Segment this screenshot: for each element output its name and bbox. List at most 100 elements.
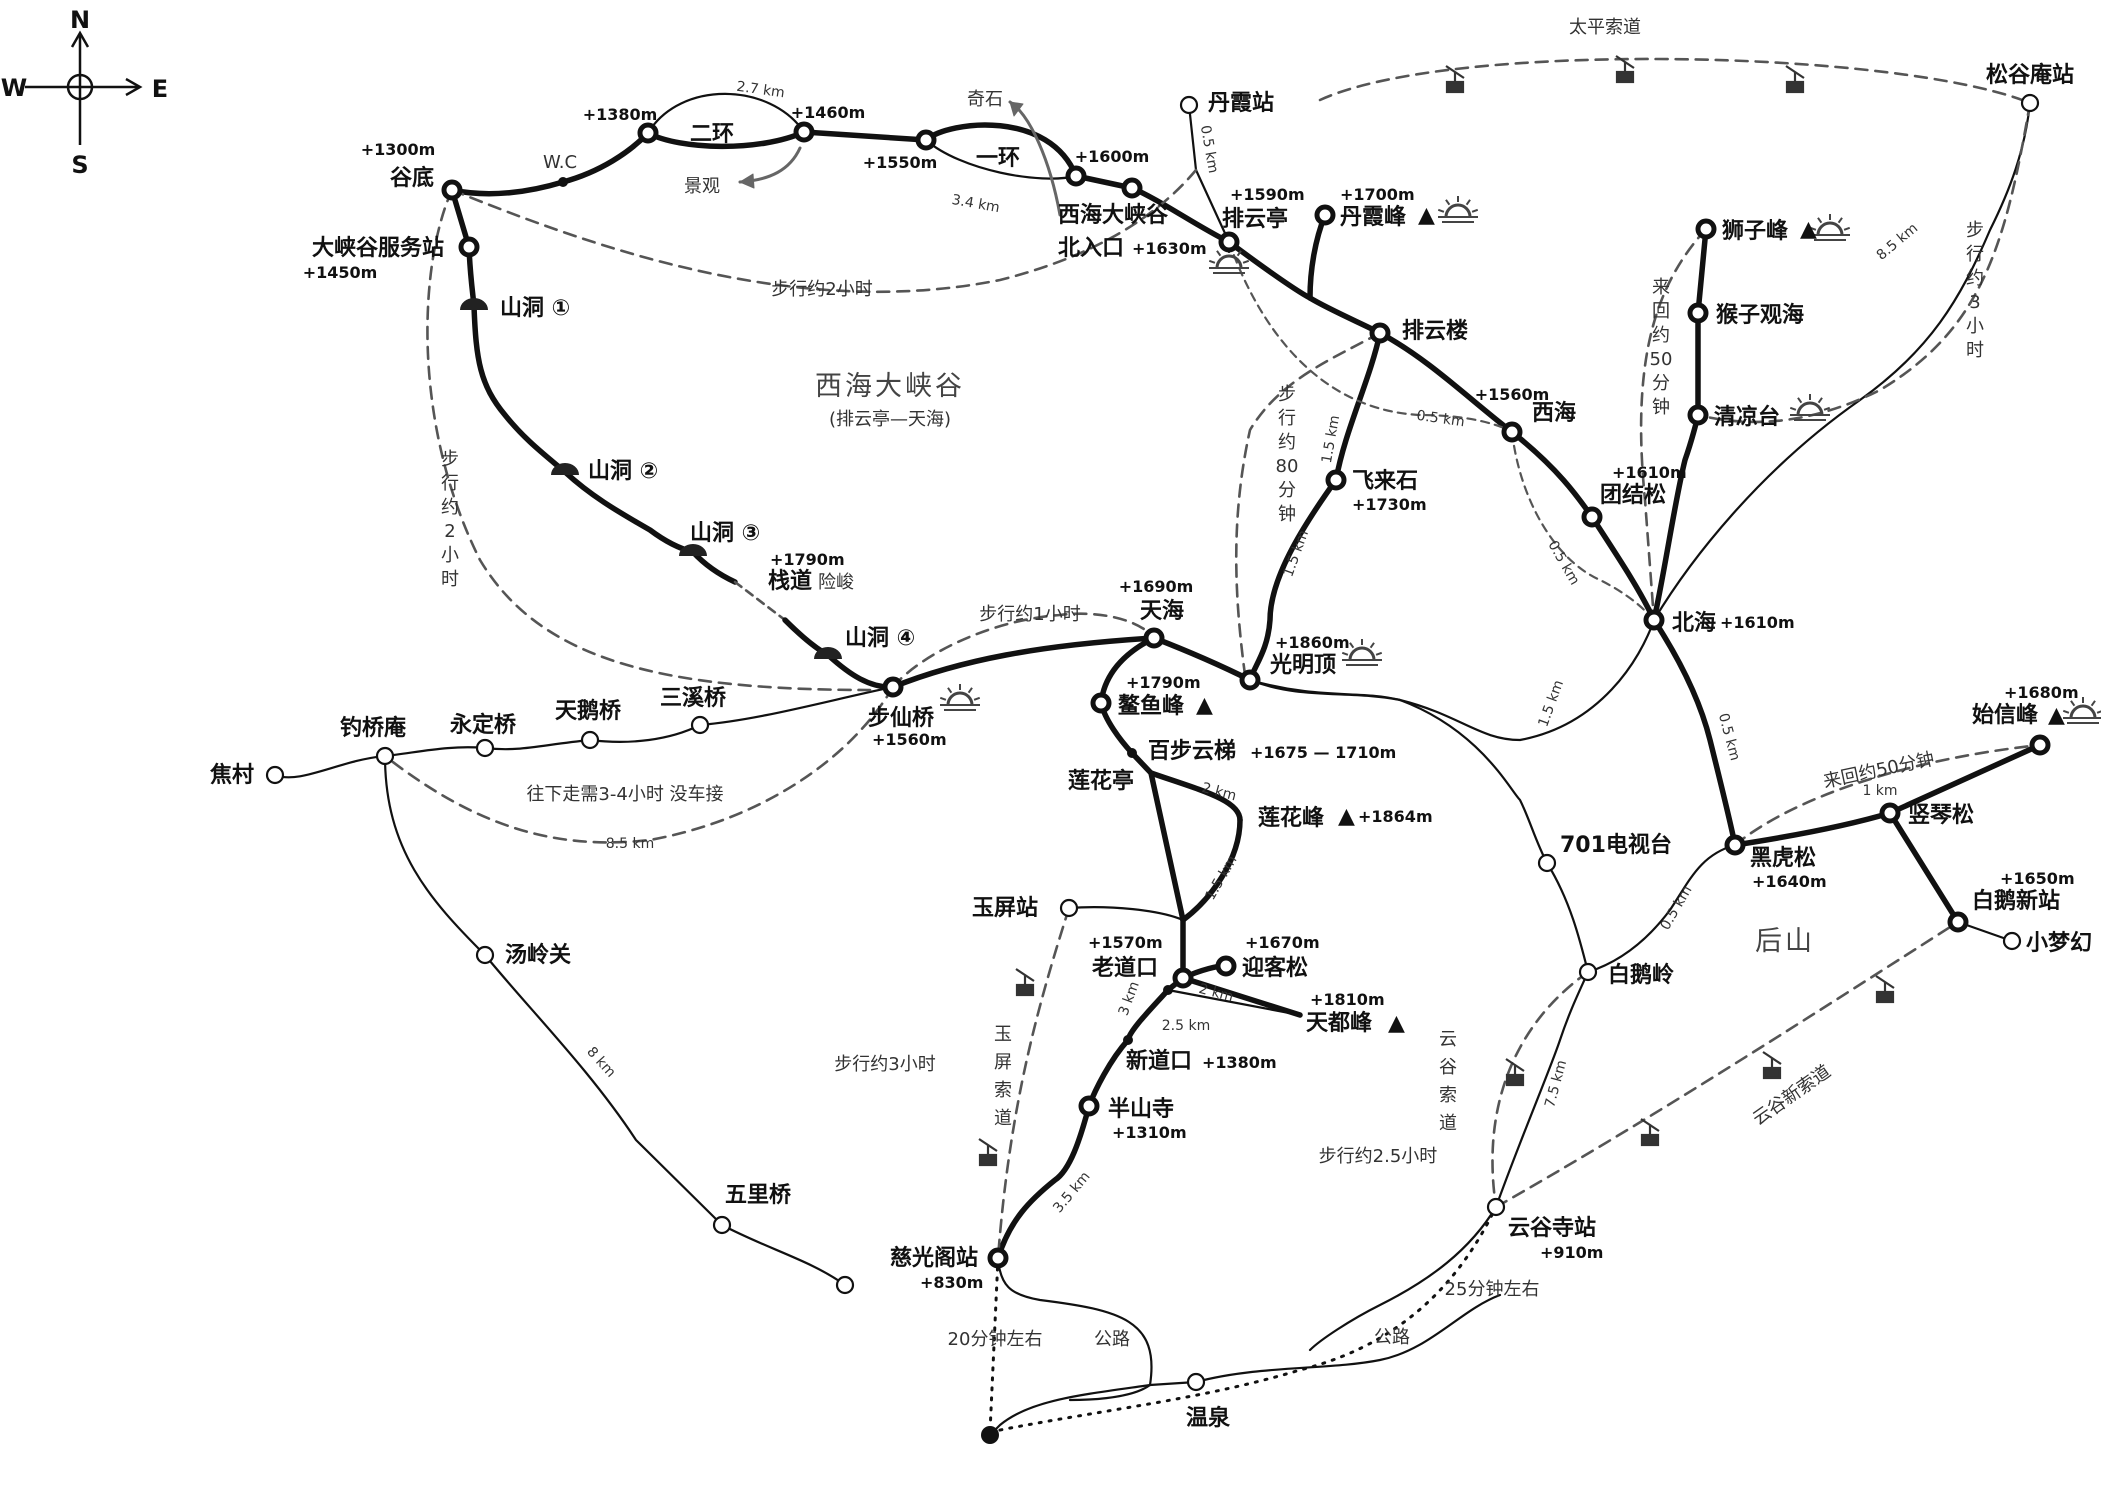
label-xiaomenghuan: 小梦幻 <box>2026 930 2092 956</box>
trail-shandong4-buxianqiao <box>825 652 896 690</box>
station-node <box>458 236 480 258</box>
label-e1590: +1590m <box>1230 185 1305 204</box>
peak-mark-lianhuafeng: ▲ <box>1338 804 1355 829</box>
stop-node <box>1578 962 1598 982</box>
label-houshan: 后山 <box>1755 926 1815 957</box>
station-node <box>1369 322 1391 344</box>
label-shandong3: 山洞 ③ <box>690 521 760 546</box>
label-houzi_guanhai: 猴子观海 <box>1716 302 1804 328</box>
label-diaoqiaoan: 钓桥庵 <box>340 715 407 741</box>
label-e1810: +1810m <box>1310 990 1385 1009</box>
label-walk_25h: 步行约2.5小时 <box>1319 1146 1438 1167</box>
label-d25_tiandu: 2.5 km <box>1162 1018 1210 1034</box>
trail-buxianqiao-tianhai <box>890 635 1157 690</box>
station-node <box>793 121 815 143</box>
label-sanxiqiao: 三溪桥 <box>660 685 726 711</box>
trail-danxiafeng-junction <box>1307 212 1328 301</box>
compass-east-arrow <box>125 77 143 97</box>
label-e1380_xdk: +1380m <box>1202 1053 1277 1072</box>
stop-node <box>1537 853 1557 873</box>
trail-lianhuafeng-yuping-junction <box>1180 817 1243 923</box>
route-bus-wenquan <box>988 1205 1498 1434</box>
label-e1630: +1630m <box>1132 239 1207 258</box>
trail-erhuan-bottom <box>645 129 807 150</box>
label-e1790_zd: +1790m <box>770 550 845 569</box>
label-walk_3h: 步行约3小时 <box>834 1054 935 1075</box>
label-banshansi: 半山寺 <box>1108 1097 1174 1122</box>
trail-tiandufeng-xindaokou-thin <box>1166 988 1302 1017</box>
label-tanglingguan: 汤岭关 <box>505 942 571 968</box>
station-node <box>1501 421 1523 443</box>
sunrise-icon <box>2062 697 2101 724</box>
label-tiandufeng: 天都峰 <box>1306 1011 1373 1036</box>
trail-erhuan-top <box>646 92 806 135</box>
trail-guangmingding-701 <box>1248 678 1549 865</box>
label-songguan_zhan: 松谷庵站 <box>1986 62 2074 88</box>
label-baibu_yunti: 百步云梯 <box>1148 738 1236 764</box>
trail-songguan-qingliang-3h <box>1696 101 2032 424</box>
label-e1550: +1550m <box>863 153 938 172</box>
trail-paiyunlou-xihai <box>1377 330 1515 435</box>
trail-lianhuating-lianhuafeng <box>1148 770 1243 823</box>
stop-node <box>690 715 710 735</box>
peak-mark-tiandufeng: ▲ <box>1388 1011 1405 1036</box>
trail-diaoqiaoan-tanglingguan <box>383 754 487 957</box>
label-e1650: +1650m <box>2000 869 2075 888</box>
stop-node <box>475 738 495 758</box>
label-e1380: +1380m <box>583 105 658 124</box>
label-d15_feilai_down: 1.5 km <box>1280 528 1312 579</box>
trail-danxia-80min <box>1234 331 1382 677</box>
trail-gudi-buxian-walk <box>426 188 872 692</box>
trail-shandong3-zhandao <box>690 549 738 585</box>
trail-yungusi-baieling <box>1494 970 1590 1209</box>
label-n: N <box>70 6 90 34</box>
cave-symbols <box>460 298 842 659</box>
peak-mark-shixinfeng: ▲ <box>2048 703 2065 728</box>
stop-node <box>2002 931 2022 951</box>
label-e1600: +1600m <box>1075 147 1150 166</box>
trail-tianeqiao-yongdingqiao <box>483 738 592 751</box>
trail-xihai-beihai-thin-dash <box>1510 430 1656 622</box>
label-aoyufeng: 鳌鱼峰 <box>1118 693 1185 719</box>
trail-lianhuating-yuping-junction <box>1148 770 1186 923</box>
stop-node <box>1059 898 1079 918</box>
trail-yihuan-bottom <box>924 138 1078 180</box>
trail-yungu-new-cable <box>1494 920 1960 1209</box>
station-node <box>1879 802 1901 824</box>
trail-lines <box>273 57 2043 1437</box>
label-xihai_beirukou1: 西海大峡谷 <box>1058 202 1169 228</box>
trail-yungu-cable <box>1491 970 1590 1209</box>
compass-rose <box>25 30 143 145</box>
trail-tuanjiesong-beihai <box>1589 514 1657 623</box>
label-heihusong: 黑虎松 <box>1750 845 1816 871</box>
station-node <box>441 179 463 201</box>
station-node <box>1325 469 1347 491</box>
trail-shandong1-shandong2 <box>471 303 568 475</box>
label-e1560_xihai: +1560m <box>1475 385 1550 404</box>
label-shandong4: 山洞 ④ <box>845 626 915 651</box>
sunrise-icon <box>1341 639 1383 666</box>
label-d05_bh_hhs: 0.5 km <box>1715 711 1743 762</box>
trail-paiyunting-paiyunlou <box>1226 239 1383 336</box>
label-d27: 2.7 km <box>735 79 785 102</box>
label-feilaishi: 飞来石 <box>1352 469 1418 494</box>
trail-paiyunting-xihai-thin-dash <box>1227 240 1514 434</box>
label-d3_lao: 3 km <box>1116 979 1143 1017</box>
sunrise-icon <box>1437 196 1479 223</box>
label-tianeqiao: 天鹅桥 <box>555 698 621 724</box>
compass-north-arrow <box>70 30 90 48</box>
label-xihai_beirukou2: 北入口 <box>1058 236 1124 261</box>
label-wenquan: 温泉 <box>1186 1405 1231 1431</box>
label-yungusi_zhan: 云谷寺站 <box>1508 1216 1596 1241</box>
label-d15_lianhua: 1.5 km <box>1202 853 1240 903</box>
label-road2: 公路 <box>1374 1327 1410 1348</box>
label-d85_songgu: 8.5 km <box>1874 220 1921 263</box>
trail-buxian-tianhai-1h <box>891 612 1156 689</box>
label-down_3_4h: 往下走需3-4小时 没车接 <box>526 784 723 805</box>
arrowhead-qishi <box>1009 101 1024 117</box>
trail-wenquan-road <box>1194 1293 1502 1384</box>
peak-mark-aoyufeng: ▲ <box>1196 693 1213 718</box>
label-xihai: 西海 <box>1532 400 1576 426</box>
